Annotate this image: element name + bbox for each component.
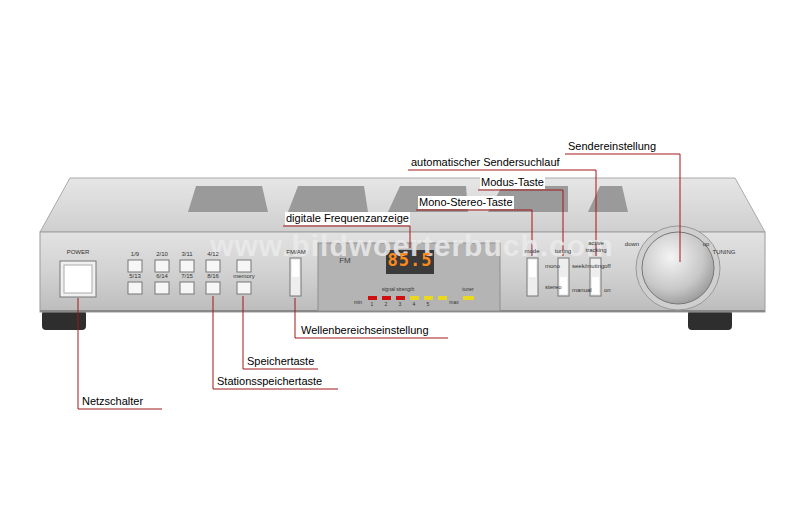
- callout-label: Modus-Taste: [480, 176, 545, 189]
- switch-label: stereo: [545, 284, 562, 291]
- switch-label: mono: [545, 263, 560, 270]
- display-label: 5: [427, 302, 430, 308]
- display-label: max: [449, 300, 458, 306]
- foot: [688, 310, 732, 330]
- button-label: 4/12: [207, 251, 219, 258]
- button-label: 1/9: [131, 251, 139, 258]
- switch-label: off: [604, 263, 611, 270]
- knob-label: down: [625, 241, 639, 248]
- preset-buttons: [128, 260, 251, 294]
- switch-label: seek/muting: [572, 263, 594, 270]
- callout-label: Wellenbereichseinstellung: [300, 324, 430, 337]
- top-cover: [40, 178, 765, 232]
- callout-label: Mono-Stereo-Taste: [418, 196, 514, 209]
- knob-label: TUNING: [713, 249, 736, 256]
- frequency-digits: 85.5: [388, 251, 433, 271]
- display-label: 3: [399, 302, 402, 308]
- callout-label: Stationsspeichertaste: [216, 375, 323, 388]
- knob-label: up: [703, 241, 710, 248]
- tuning-knob: [636, 226, 720, 310]
- switch-label: active tracking: [581, 240, 611, 254]
- switch-label: FM/AM: [286, 249, 305, 256]
- callout-label: digitale Frequenzanzeige: [285, 212, 410, 225]
- leader-lines: [78, 154, 680, 409]
- button-label: POWER: [67, 249, 90, 256]
- display-label: min: [354, 300, 362, 306]
- band-indicator: FM: [339, 256, 351, 265]
- display-label: 1: [371, 302, 374, 308]
- band-switch: [290, 258, 301, 296]
- display-label: 4: [413, 302, 416, 308]
- callout-label: Sendereinstellung: [567, 140, 657, 153]
- frequency-readout: [386, 250, 434, 274]
- switch-label: mode: [524, 248, 539, 255]
- button-label: 5/13: [129, 273, 141, 280]
- callout-label: Speichertaste: [246, 355, 315, 368]
- switch-label: tuning: [555, 248, 571, 255]
- display-label: tuner: [462, 287, 473, 293]
- callout-label: automatischer Sendersuchlauf: [410, 156, 561, 169]
- callout-label: Netzschalter: [81, 395, 144, 408]
- button-label: 8/16: [207, 273, 219, 280]
- button-label: 3/11: [181, 251, 192, 258]
- button-label: 2/10: [156, 251, 168, 258]
- button-label: 6/14: [156, 273, 168, 280]
- display-label: 2: [385, 302, 388, 308]
- button-label: memory: [233, 273, 255, 280]
- foot: [42, 310, 86, 330]
- slide-switches: [527, 258, 601, 296]
- power-button: [60, 261, 96, 297]
- switch-label: manual: [572, 287, 592, 294]
- button-label: 7/15: [181, 273, 193, 280]
- switch-label: on: [604, 287, 611, 294]
- display-label: signal strength: [382, 287, 415, 293]
